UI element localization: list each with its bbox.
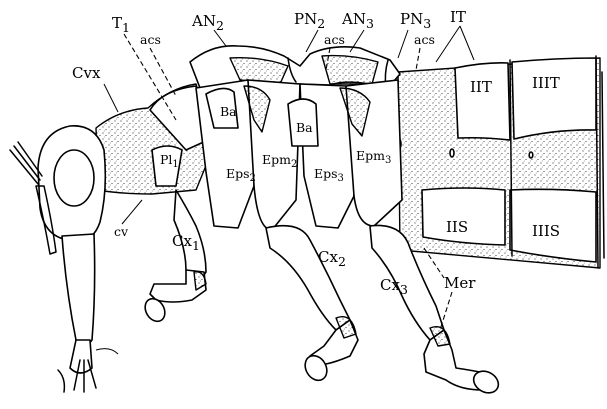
label-Cvx: Cvx — [72, 64, 101, 82]
label-PN2: PN2 — [294, 10, 325, 31]
label-IT-top: IT — [450, 8, 466, 26]
label-AN2: AN2 — [191, 12, 224, 33]
label-PN3: PN3 — [400, 10, 431, 31]
thorax-dorsum — [190, 46, 400, 88]
label-acs-1: acs — [140, 32, 161, 47]
label-AN3: AN3 — [341, 10, 374, 31]
leg-1 — [141, 190, 206, 325]
abdomen — [395, 56, 604, 268]
mouthpart — [62, 234, 95, 350]
label-Ba-2: Ba — [296, 120, 313, 135]
label-Cx2: Cx2 — [318, 248, 346, 269]
label-acs-3: acs — [414, 32, 435, 47]
label-Mer: Mer — [444, 274, 476, 292]
prothorax — [96, 84, 214, 194]
label-cv: cv — [114, 224, 129, 239]
sternite-2 — [422, 188, 505, 245]
label-IIS: IIS — [446, 218, 468, 236]
coxa-2 — [266, 226, 350, 330]
label-Ba-1: Ba — [220, 104, 237, 119]
compound-eye — [54, 150, 94, 206]
label-IIIS: IIIS — [532, 222, 560, 240]
tergite-3 — [512, 58, 596, 139]
leg-2 — [266, 226, 358, 385]
label-IIIT: IIIT — [532, 74, 560, 92]
head — [10, 126, 118, 392]
tergite-2 — [455, 63, 510, 140]
label-IIT: IIT — [470, 78, 492, 96]
label-T1: T1 — [112, 14, 130, 35]
label-acs-2: acs — [324, 32, 345, 47]
